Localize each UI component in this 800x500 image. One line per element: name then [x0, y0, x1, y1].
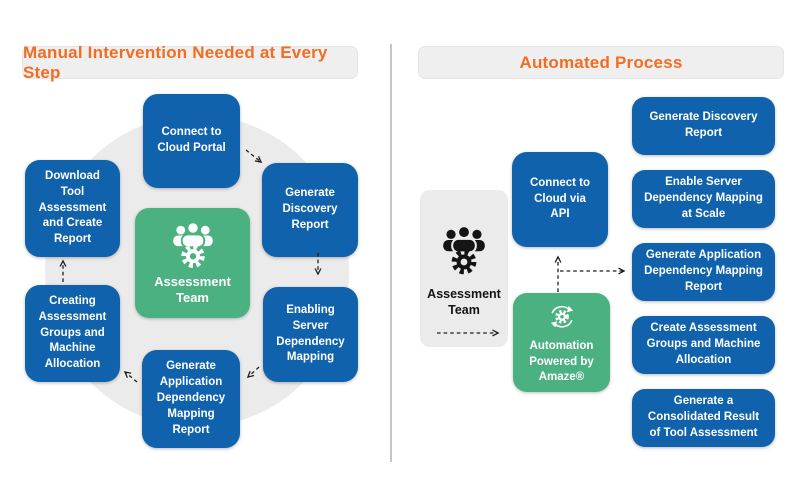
auto-step-generate-application-dependency-mapping: Generate Application Dependency Mapping …: [632, 243, 775, 301]
auto-step-create-assessment-groups: Create Assessment Groups and Machine All…: [632, 316, 775, 374]
arrow-right-down-icon: [314, 253, 322, 276]
step-label: Generate a Consolidated Result of Tool A…: [647, 395, 760, 439]
assessment-team-label: Assessment Team: [427, 287, 501, 317]
automation-amaze-card: Automation Powered by Amaze®: [513, 293, 610, 392]
step-connect-cloud-via-api: Connect to Cloud via API: [512, 152, 608, 247]
arrow-team-to-automation-icon: [437, 329, 500, 337]
step-enabling-server-dependency-mapping: Enabling Server Dependency Mapping: [263, 287, 358, 382]
arrow-rightbottom-to-bottom-icon: [246, 366, 260, 379]
step-download-tool-assessment: Download Tool Assessment and Create Repo…: [25, 160, 120, 257]
arrow-bottom-to-left-icon: [123, 371, 138, 383]
right-panel-title: Automated Process: [418, 46, 784, 79]
arrow-top-to-right-icon: [245, 149, 263, 163]
right-title-text: Automated Process: [519, 52, 683, 72]
auto-step-enable-server-dependency-mapping: Enable Server Dependency Mapping at Scal…: [632, 170, 775, 228]
auto-step-consolidated-result: Generate a Consolidated Result of Tool A…: [632, 389, 775, 447]
step-label: Create Assessment Groups and Machine All…: [646, 322, 761, 366]
left-panel-title: Manual Intervention Needed at Every Step: [22, 43, 358, 82]
step-creating-assessment-groups: Creating Assessment Groups and Machine A…: [25, 285, 120, 382]
assessment-team-card: Assessment Team: [135, 208, 250, 318]
divider-line: [390, 44, 392, 462]
step-label: Creating Assessment Groups and Machine A…: [38, 294, 107, 371]
step-label: Enable Server Dependency Mapping at Scal…: [644, 176, 763, 220]
team-gear-icon: [167, 220, 219, 268]
automation-sync-gear-icon: [550, 305, 573, 328]
arrow-left-up-icon: [59, 259, 67, 282]
step-label: Download Tool Assessment and Create Repo…: [38, 169, 107, 246]
step-label: Enabling Server Dependency Mapping: [276, 303, 345, 364]
step-label: Generate Discovery Report: [282, 187, 338, 231]
step-generate-application-dependency-mapping-report: Generate Application Dependency Mapping …: [142, 350, 240, 448]
arrow-to-steps-icon: [560, 267, 626, 275]
step-label: Connect to Cloud via API: [529, 176, 591, 221]
assessment-team-label: Assessment Team: [154, 273, 231, 305]
step-label: Connect to Cloud Portal: [157, 126, 226, 154]
auto-step-generate-discovery-report: Generate Discovery Report: [632, 97, 775, 155]
step-label: Generate Application Dependency Mapping …: [156, 360, 226, 436]
arrow-automation-to-api-icon: [554, 255, 562, 292]
left-title-text: Manual Intervention Needed at Every Step: [23, 42, 328, 82]
step-generate-discovery-report: Generate Discovery Report: [262, 163, 358, 257]
automation-label: Automation Powered by Amaze®: [529, 340, 594, 384]
step-connect-cloud-portal: Connect to Cloud Portal: [143, 94, 240, 188]
step-label: Generate Discovery Report: [649, 111, 758, 139]
step-label: Generate Application Dependency Mapping …: [644, 249, 763, 293]
team-gear-icon: [437, 214, 491, 284]
